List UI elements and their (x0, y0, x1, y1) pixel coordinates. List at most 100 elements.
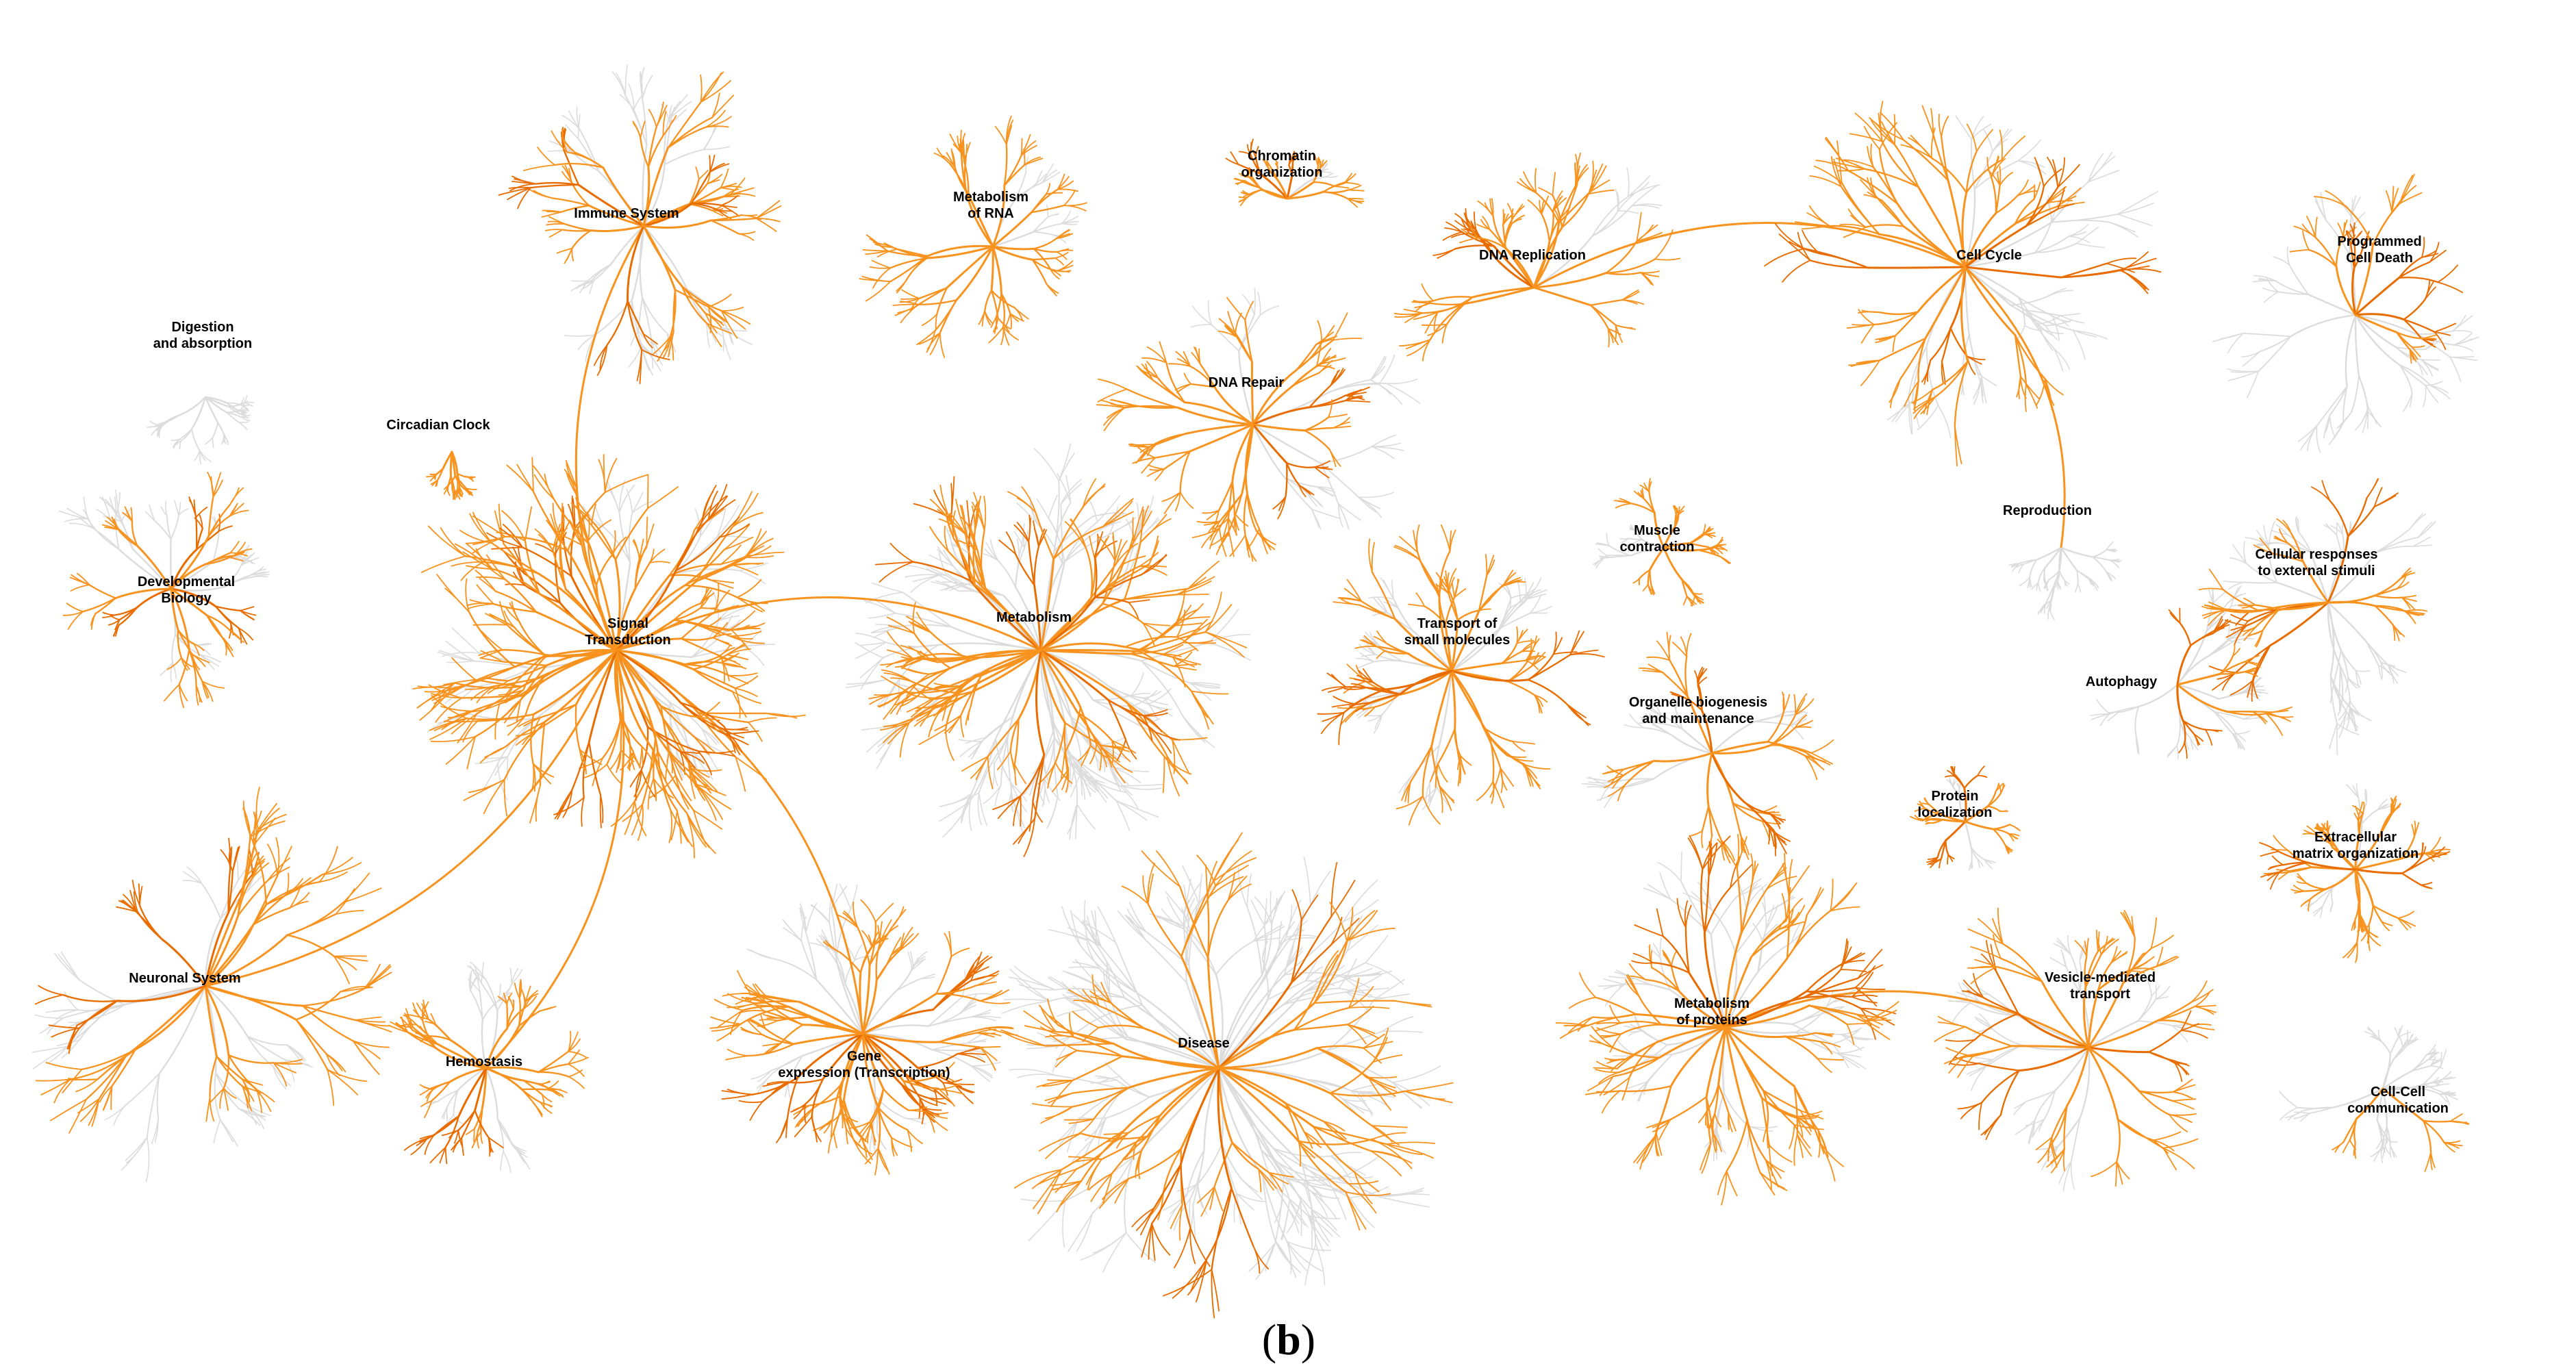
faded-branch (1115, 941, 1144, 1006)
tree-branch (1493, 245, 1535, 289)
faded-branch (641, 344, 650, 371)
tree-branch (1229, 534, 1246, 557)
tree-branch (2044, 378, 2064, 396)
tree-branch (486, 532, 523, 548)
tree-branch (997, 317, 1010, 333)
tree-branch (2399, 192, 2423, 205)
faded-branch (177, 396, 207, 417)
faded-branch (1020, 1198, 1066, 1202)
tree-branch (1024, 156, 1041, 166)
tree-branch (959, 138, 963, 156)
faded-branch (1184, 926, 1217, 976)
tree-branch (2342, 227, 2357, 238)
faded-branch (1342, 967, 1373, 978)
faded-branch (947, 530, 968, 548)
tree-branch (2396, 581, 2410, 589)
faded-branch (2346, 707, 2351, 729)
tree-branch (472, 515, 506, 537)
faded-branch (1014, 965, 1056, 991)
faded-branch (2366, 411, 2369, 429)
tree-branch (1252, 384, 1294, 426)
tree-branch (1136, 365, 1154, 381)
tree-branch (1330, 368, 1344, 386)
tree-branch (1558, 190, 1591, 224)
faded-branch (593, 264, 612, 281)
faded-branch (2416, 361, 2428, 376)
faded-branch (228, 402, 245, 408)
faded-branch (2220, 333, 2244, 340)
faded-branch (245, 1104, 257, 1126)
tree-branch (504, 535, 569, 552)
tree-branch (480, 650, 504, 663)
tree-branch (1274, 162, 1278, 169)
tree-branch (1285, 462, 1315, 468)
tree-branch (170, 587, 217, 608)
faded-branch (928, 554, 955, 567)
faded-branch (1035, 737, 1055, 777)
faded-branch (589, 279, 595, 294)
faded-tree-reproduction (2008, 541, 2122, 620)
faded-branch (1603, 978, 1626, 985)
tree-branch (620, 719, 635, 753)
tree-branch (731, 629, 750, 650)
faded-branch (1964, 820, 1972, 849)
faded-branch (179, 440, 181, 450)
tree-branch (707, 490, 718, 520)
tree-dna-replication (1393, 152, 1681, 361)
tree-branch (1191, 527, 1220, 539)
tree-branch (218, 513, 221, 532)
faded-branch (630, 330, 639, 346)
faded-branch (859, 657, 884, 678)
faded-branch (1304, 1243, 1317, 1286)
faded-branch (2106, 571, 2112, 582)
faded-branch (2274, 279, 2310, 296)
tree-branch (755, 217, 777, 232)
tree-branch (720, 183, 737, 189)
faded-branch (1342, 1098, 1366, 1102)
faded-branch (1033, 448, 1060, 481)
tree-branch (238, 627, 242, 644)
tree-branch (735, 756, 746, 792)
faded-branch (1072, 961, 1100, 969)
faded-branch (854, 955, 872, 961)
faded-branch (1261, 1149, 1284, 1200)
faded-branch (1289, 937, 1315, 941)
tree-branch (657, 750, 672, 811)
faded-branch (899, 644, 940, 680)
tree-branch (1023, 817, 1036, 857)
tree-branch (720, 204, 737, 208)
tree-branch (1189, 383, 1216, 388)
faded-branch (481, 1000, 500, 1021)
faded-branch (1761, 886, 1766, 915)
faded-branch (844, 959, 856, 985)
faded-branch (1976, 372, 1997, 386)
faded-branch (1647, 1054, 1674, 1080)
tree-branch (2244, 655, 2260, 663)
faded-branch (1652, 752, 1713, 780)
faded-branch (457, 1067, 488, 1091)
tree-branch (737, 233, 755, 241)
tree-branch (720, 309, 746, 330)
tree-branch (1451, 582, 1456, 598)
faded-branch (787, 1055, 803, 1083)
tree-branch (466, 476, 473, 480)
tree-branch (1879, 112, 1905, 141)
faded-branch (2072, 329, 2086, 360)
tree-branch (1165, 361, 1186, 403)
link-signal-transduction-neuronal-system (205, 650, 618, 987)
faded-branch (1588, 781, 1614, 784)
faded-branch (970, 1061, 1001, 1067)
faded-branch (1303, 962, 1366, 993)
tree-branch (1309, 399, 1347, 409)
faded-branch (2423, 1065, 2442, 1085)
faded-branch (2375, 545, 2414, 554)
tree-branch (2025, 186, 2045, 227)
tree-branch (633, 539, 640, 560)
faded-branch (2329, 385, 2348, 416)
faded-branch (1955, 115, 1972, 140)
tree-branch (2429, 242, 2440, 263)
faded-branch (1252, 423, 1286, 479)
faded-branch (2425, 1050, 2437, 1056)
faded-branch (1095, 1075, 1117, 1081)
faded-branch (2399, 364, 2432, 387)
